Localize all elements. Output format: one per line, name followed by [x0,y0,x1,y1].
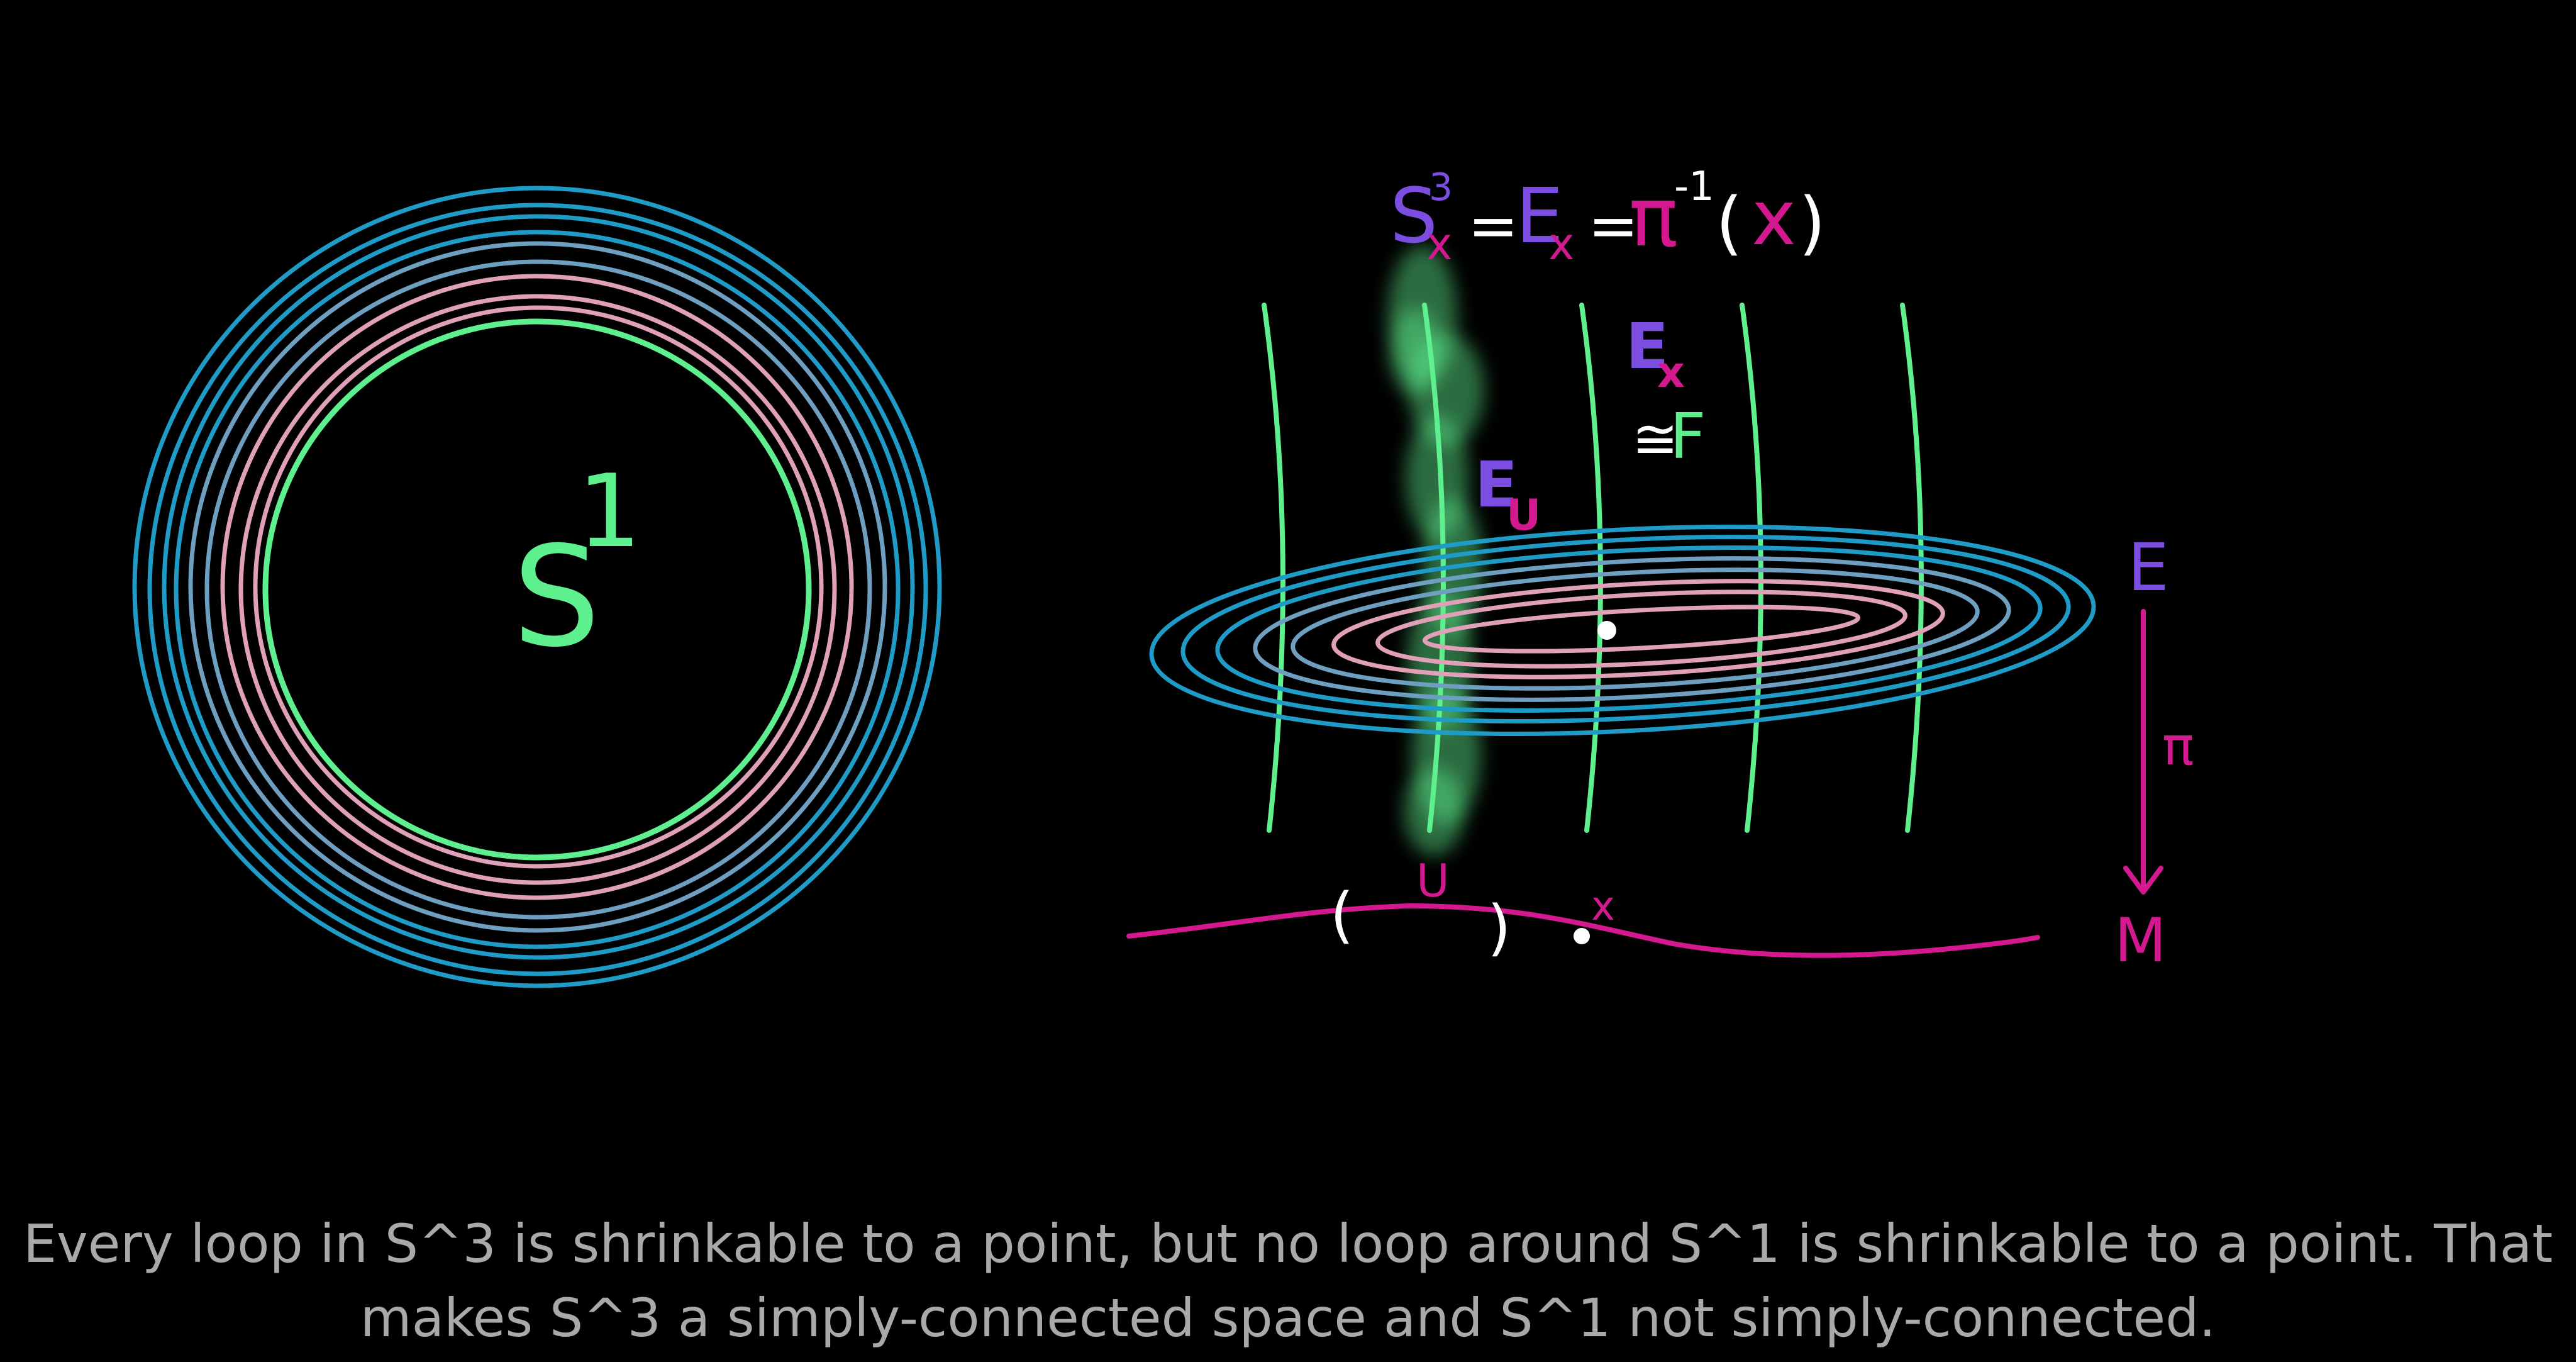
fiber-2 [1422,303,1446,833]
circle-label-sup: 1 [577,452,641,570]
formula-s-sup: 3 [1429,165,1453,209]
formula-x: x [1752,175,1796,262]
isomorphism-symbol: ≅ [1632,406,1679,471]
formula-lparen: ( [1716,182,1743,263]
ring-10 [262,318,812,861]
base-space-curve [1126,903,2040,958]
ring-3 [162,214,915,960]
circle-label: S 1 [513,452,641,678]
local-label-e: E [1475,448,1518,522]
ring-4 [174,230,901,949]
nested-ellipses [1149,524,2096,737]
caption-line-2: makes S^3 a simply-connected space and S… [360,1287,2216,1349]
fiber-formula: S 3 x = E x = π -1 ( x ) [1390,164,1826,270]
formula-eq2: = [1588,191,1638,261]
ellipse-5 [1291,567,1980,691]
base-point-label: x [1591,883,1615,930]
ellipse-2 [1180,534,2071,724]
open-set-left-paren: ( [1330,880,1353,951]
fiber-label-e: E [1626,310,1668,383]
circle-label-base: S [513,516,601,678]
formula-rparen: ) [1799,182,1826,263]
projection-label: π [2162,715,2194,777]
ellipse-7 [1375,589,1907,669]
ring-9 [253,305,824,869]
formula-pi-sup: -1 [1674,164,1714,210]
formula-s: S [1390,173,1438,260]
fiber-1 [1262,303,1285,833]
fiber-3 [1579,303,1603,833]
formula-eq1: = [1468,191,1518,261]
ring-1 [132,186,942,988]
ring-7 [220,274,854,900]
ring-5 [188,241,887,933]
ring-2 [147,203,928,976]
ring-6 [204,259,872,920]
fiber-bundle-diagram: ( ) U x E π M E x ≅ F E U S 3 [1126,164,2194,976]
formula-e: E [1516,173,1563,260]
total-space-label: E [2128,529,2169,606]
ellipse-6 [1331,579,1945,679]
formula-e-sub: x [1548,218,1574,270]
concentric-circles-diagram [132,186,942,988]
ellipse-4 [1253,556,2011,702]
caption: Every loop in S^3 is shrinkable to a poi… [0,1207,2576,1355]
ring-8 [238,294,837,885]
base-point [1574,928,1590,944]
formula-pi: π [1629,169,1678,265]
projection-arrow-head [2123,866,2163,895]
fiber-center-point [1597,621,1616,640]
open-set-label: U [1416,854,1450,907]
base-space-label: M [2114,905,2167,976]
formula-s-sub: x [1426,218,1452,270]
ellipse-8 [1422,605,1861,654]
fibers [1262,303,1924,833]
typical-fiber-label: F [1670,399,1706,473]
ellipse-1 [1149,524,2096,737]
fiber-label-sub: x [1657,348,1685,398]
ellipse-3 [1215,545,2043,713]
local-label-sub: U [1506,491,1541,540]
caption-line-1: Every loop in S^3 is shrinkable to a poi… [23,1213,2553,1275]
open-set-right-paren: ) [1487,893,1511,963]
